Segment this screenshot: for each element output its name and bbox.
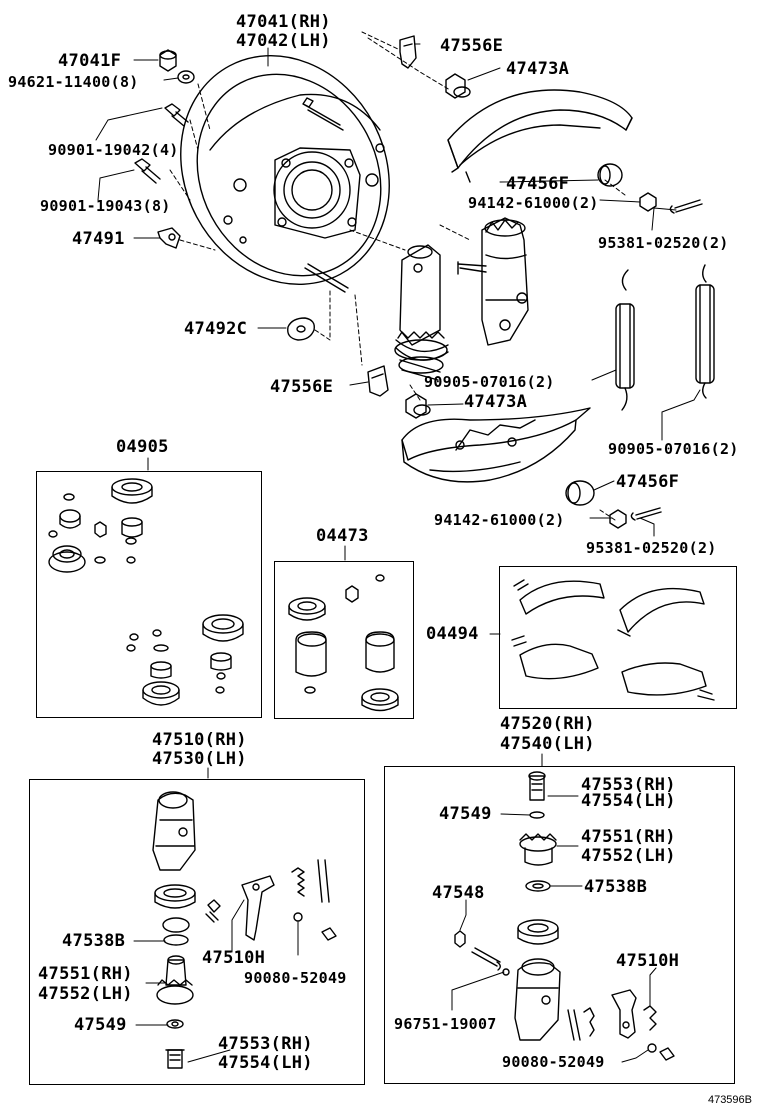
plug-47492c [287, 317, 315, 341]
label-95381-top: 95381-02520(2) [598, 234, 729, 252]
spring-90905-a [615, 269, 635, 411]
bolt-90901-19042 [164, 103, 189, 127]
label-47549-left: 47549 [74, 1015, 127, 1035]
kit-04494-parts [511, 579, 715, 701]
brake-shoe-upper [447, 89, 633, 183]
label-47552-lh-left: 47552(LH) [38, 984, 133, 1004]
label-47492c: 47492C [184, 319, 248, 339]
spring-90905-b [695, 264, 715, 399]
wheel-cylinder-right [457, 217, 529, 346]
cotter-95381-mid [630, 507, 662, 521]
kit-04905-parts [48, 478, 244, 706]
label-47553-rh-right: 47553(RH) [581, 775, 676, 795]
label-90905-b: 90905-07016(2) [608, 440, 739, 458]
bushing-47456f-top [597, 163, 623, 187]
label-47491: 47491 [72, 229, 125, 249]
label-47554-lh-left: 47554(LH) [218, 1053, 313, 1073]
label-47548: 47548 [432, 883, 485, 903]
label-47456f-mid: 47456F [616, 472, 680, 492]
label-47041f: 47041F [58, 51, 122, 71]
label-47538b-right: 47538B [584, 877, 648, 897]
label-04473: 04473 [316, 526, 369, 546]
lever-assembly-47520 [454, 771, 675, 1061]
label-47538b-left: 47538B [62, 931, 126, 951]
label-47456f-top: 47456F [506, 174, 570, 194]
kit-04473-parts [288, 574, 399, 712]
label-90080-left: 90080-52049 [244, 969, 347, 987]
kit-04473-box [274, 561, 414, 719]
clip-47556e-top [399, 35, 417, 69]
label-47556e-mid: 47556E [270, 377, 334, 397]
label-90901-19043: 90901-19043(8) [40, 197, 171, 215]
kit-04905-box [36, 471, 262, 718]
label-04905: 04905 [116, 437, 169, 457]
label-04494: 04494 [426, 624, 479, 644]
label-94142-mid: 94142-61000(2) [434, 511, 565, 529]
leader-lines [95, 43, 701, 1063]
label-47554-lh-right: 47554(LH) [581, 791, 676, 811]
label-47473a-top: 47473A [506, 59, 570, 79]
cotter-95381-top [669, 199, 703, 214]
lever-assembly-47510 [152, 791, 337, 1069]
label-47552-lh-right: 47552(LH) [581, 846, 676, 866]
label-47551-rh-right: 47551(RH) [581, 827, 676, 847]
label-90901-19042: 90901-19042(4) [48, 141, 179, 159]
label-94621: 94621-11400(8) [8, 73, 139, 91]
label-90080-right: 90080-52049 [502, 1053, 605, 1071]
label-47540-lh: 47540(LH) [500, 734, 595, 754]
label-47510-rh: 47510(RH) [152, 730, 247, 750]
label-47556e-top: 47556E [440, 36, 504, 56]
adjuster-wheel-left [394, 331, 448, 374]
label-47041-rh: 47041(RH) [236, 12, 331, 32]
assembly-47520-box [384, 766, 735, 1084]
label-90905-a: 90905-07016(2) [424, 373, 555, 391]
label-47549-right: 47549 [439, 804, 492, 824]
bolt-90901-19043 [134, 158, 161, 184]
brake-shoe-lower [401, 407, 591, 483]
label-94142-top: 94142-61000(2) [468, 194, 599, 212]
nut-47041f [159, 49, 177, 72]
pin-47473a-mid [405, 393, 431, 419]
assembly-47510-box [29, 779, 365, 1085]
nut-94142-top [639, 192, 657, 212]
label-47510h-right: 47510H [616, 951, 680, 971]
dashed-leaders [169, 31, 626, 521]
washer-94621 [177, 70, 195, 84]
clip-47556e-mid [367, 365, 389, 397]
clip-47491 [157, 227, 181, 249]
catalog-number: 473596B [707, 1094, 752, 1106]
backing-plate [180, 55, 390, 293]
kit-04494-box [499, 566, 737, 709]
label-47553-rh-left: 47553(RH) [218, 1034, 313, 1054]
label-47520-rh: 47520(RH) [500, 714, 595, 734]
nut-94142-mid [609, 509, 627, 529]
label-47530-lh: 47530(LH) [152, 749, 247, 769]
label-47042-lh: 47042(LH) [236, 31, 331, 51]
label-96751: 96751-19007 [394, 1015, 497, 1033]
label-95381-mid: 95381-02520(2) [586, 539, 717, 557]
pin-47473a-top [445, 73, 471, 99]
label-47551-rh-left: 47551(RH) [38, 964, 133, 984]
label-47510h-left: 47510H [202, 948, 266, 968]
bushing-47456f-mid [565, 480, 595, 506]
label-47473a-mid: 47473A [464, 392, 528, 412]
